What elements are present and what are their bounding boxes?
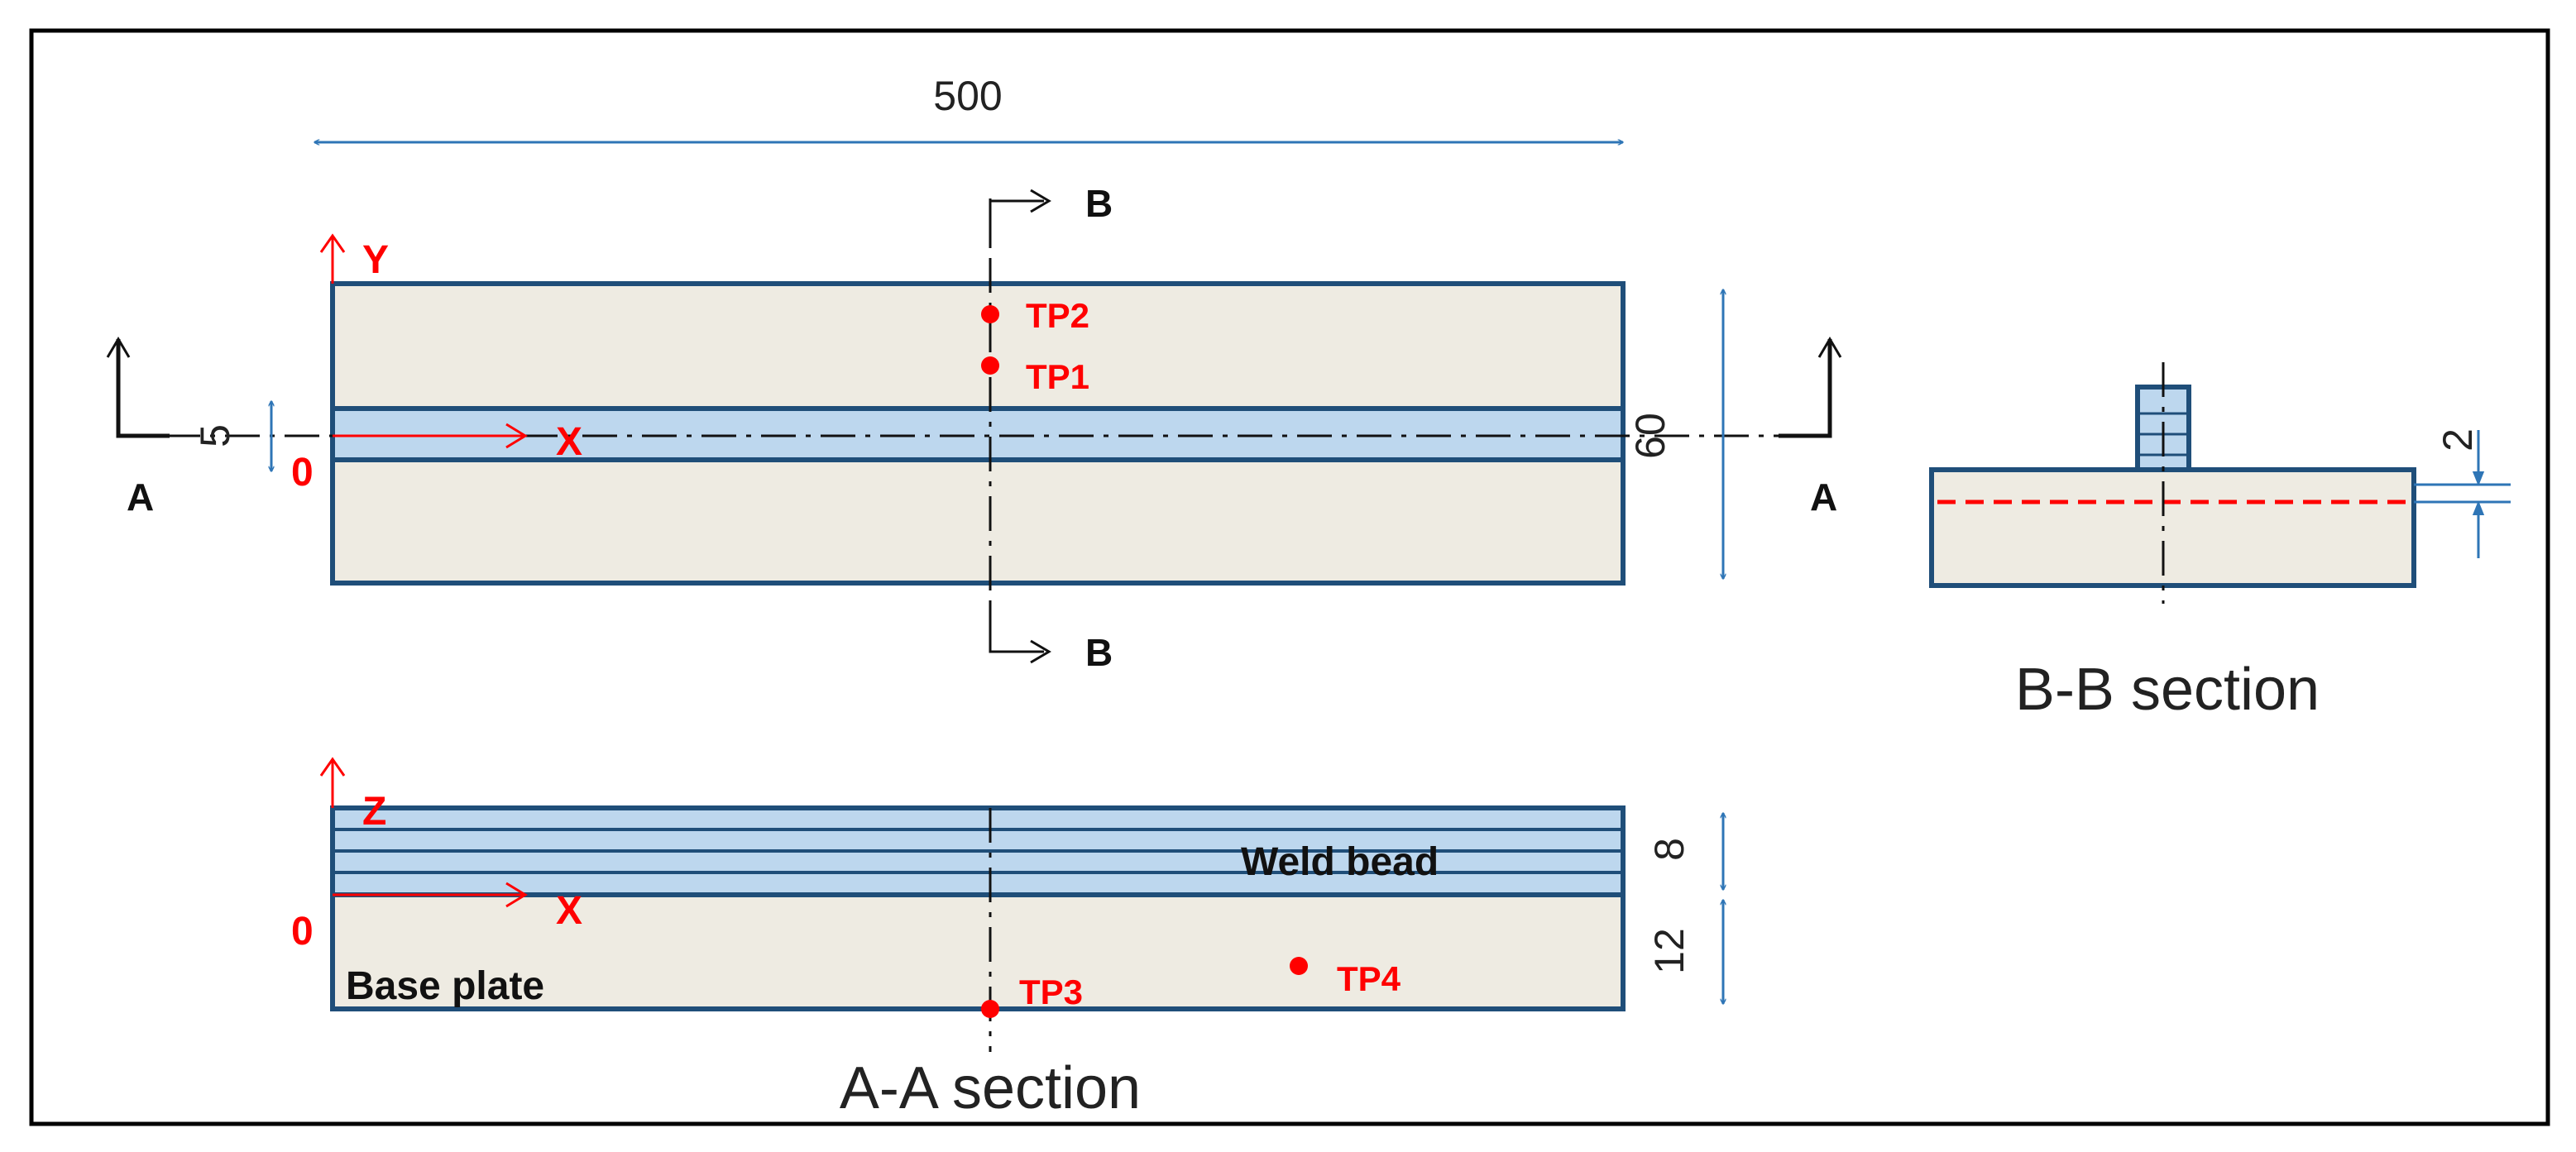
depth-dimension-label: 2 <box>2435 428 2481 452</box>
base-plate-section <box>330 892 1626 1011</box>
aa-section-axes: Z X 0 <box>291 757 582 954</box>
base-plate-label: Base plate <box>346 964 544 1008</box>
weld-width-dimension: 5 <box>192 401 271 471</box>
top-view <box>165 198 1795 614</box>
tp2-label: TP2 <box>1026 296 1089 335</box>
cut-mark-b-bottom: B <box>989 602 1113 674</box>
test-points-top: TP2 TP1 <box>981 296 1089 396</box>
bead-height-dimension: 8 <box>1646 813 1723 890</box>
tp4-label: TP4 <box>1337 959 1401 998</box>
cut-mark-b-top: B <box>989 182 1113 246</box>
origin-label-bottom: 0 <box>291 910 314 954</box>
cut-mark-b-top-label: B <box>1085 182 1113 225</box>
bb-section-title: B-B section <box>2015 657 2320 723</box>
figure-frame <box>29 28 2550 1126</box>
tp2-marker <box>981 305 999 323</box>
cut-mark-a-right-label: A <box>1810 476 1837 519</box>
weld-strip-top-view <box>330 406 1626 462</box>
x-axis-label-bottom: X <box>556 889 582 933</box>
aa-section-view: Weld bead Base plate <box>330 805 1626 1052</box>
test-points-section: TP3 TP4 <box>981 957 1401 1018</box>
bead-height-dimension-label: 8 <box>1646 838 1693 861</box>
plate-thickness-dimension: 12 <box>1646 900 1723 1004</box>
tp3-marker <box>981 1000 999 1018</box>
tp3-label: TP3 <box>1019 973 1083 1011</box>
top-view-axes: Y X 0 <box>291 233 582 495</box>
cut-mark-b-bottom-label: B <box>1085 631 1113 674</box>
plate-thickness-dimension-label: 12 <box>1646 928 1693 974</box>
bb-section-view <box>1929 362 2416 604</box>
aa-section-title: A-A section <box>840 1055 1141 1121</box>
bb-base-plate <box>1929 467 2416 588</box>
x-axis-label-top: X <box>556 420 582 464</box>
cut-mark-a-left: A <box>106 337 170 519</box>
tp4-marker <box>1290 957 1308 975</box>
tp1-marker <box>981 356 999 375</box>
weld-bead-label: Weld bead <box>1241 840 1439 884</box>
y-axis-label: Y <box>362 238 389 282</box>
cut-mark-a-left-label: A <box>127 476 154 519</box>
depth-dimension: 2 <box>2414 428 2511 558</box>
cut-mark-a-right: A <box>1779 337 1842 519</box>
width-dimension-label: 60 <box>1627 413 1673 459</box>
weld-width-dimension-label: 5 <box>192 424 238 447</box>
z-axis-label: Z <box>362 790 386 834</box>
tp1-label: TP1 <box>1026 357 1089 396</box>
length-dimension-label: 500 <box>933 73 1002 119</box>
length-dimension: 500 <box>314 73 1623 142</box>
origin-label-top: 0 <box>291 451 314 495</box>
width-dimension: 60 <box>1627 289 1723 579</box>
